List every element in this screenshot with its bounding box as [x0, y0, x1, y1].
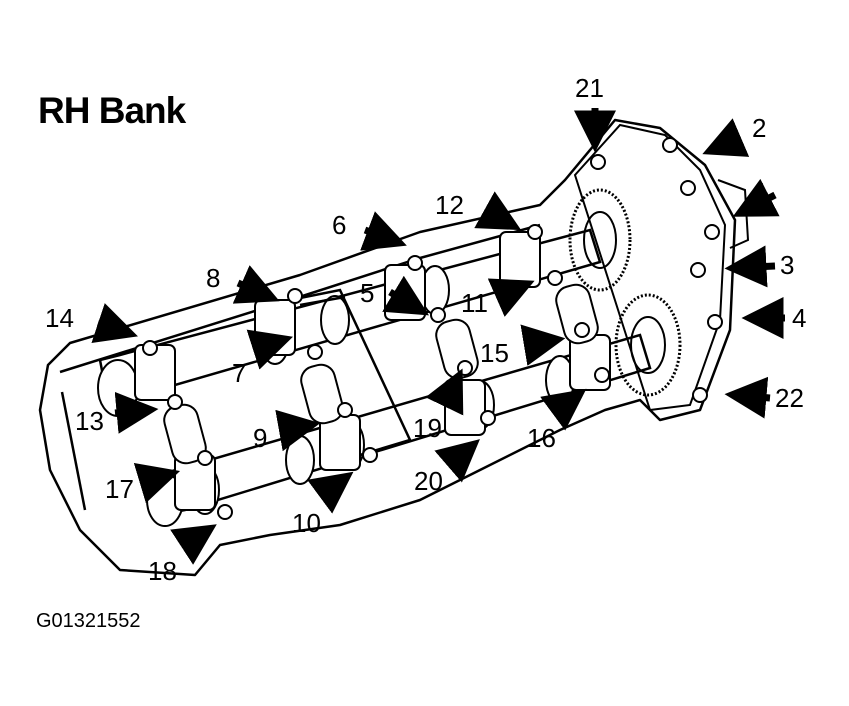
- callout-2: 2: [752, 113, 767, 143]
- upper-cam-gear: [568, 188, 632, 292]
- callout-17: 17: [105, 474, 134, 504]
- timing-housing: [568, 123, 750, 412]
- figure-id: G01321552: [36, 610, 141, 632]
- callout-4: 4: [792, 303, 807, 333]
- callout-15: 15: [480, 338, 509, 368]
- callout-7: 7: [232, 358, 247, 388]
- callout-21: 21: [575, 73, 604, 103]
- callout-18: 18: [148, 556, 177, 586]
- callout-1: 1: [754, 177, 769, 207]
- callout-11: 11: [461, 288, 488, 318]
- callout-8: 8: [206, 263, 221, 293]
- callout-10: 10: [292, 508, 321, 538]
- callout-13: 13: [75, 406, 104, 436]
- callout-19: 19: [413, 413, 442, 443]
- bolt-heads: [142, 137, 723, 520]
- oil-pipe: [289, 288, 412, 457]
- callout-22: 22: [775, 383, 804, 413]
- callout-12: 12: [435, 190, 464, 220]
- callout-9: 9: [253, 423, 268, 453]
- callout-5: 5: [360, 278, 375, 308]
- diagram-title: RH Bank: [38, 90, 186, 131]
- callout-arrows: [91, 108, 785, 565]
- callout-6: 6: [332, 210, 347, 240]
- bearing-caps: [134, 231, 611, 511]
- callout-3: 3: [780, 250, 795, 280]
- lower-cam-gear: [614, 293, 682, 397]
- cylinder-head-outline: [38, 118, 737, 577]
- callout-16: 16: [527, 423, 556, 453]
- callout-14: 14: [45, 303, 74, 333]
- callout-20: 20: [414, 466, 443, 496]
